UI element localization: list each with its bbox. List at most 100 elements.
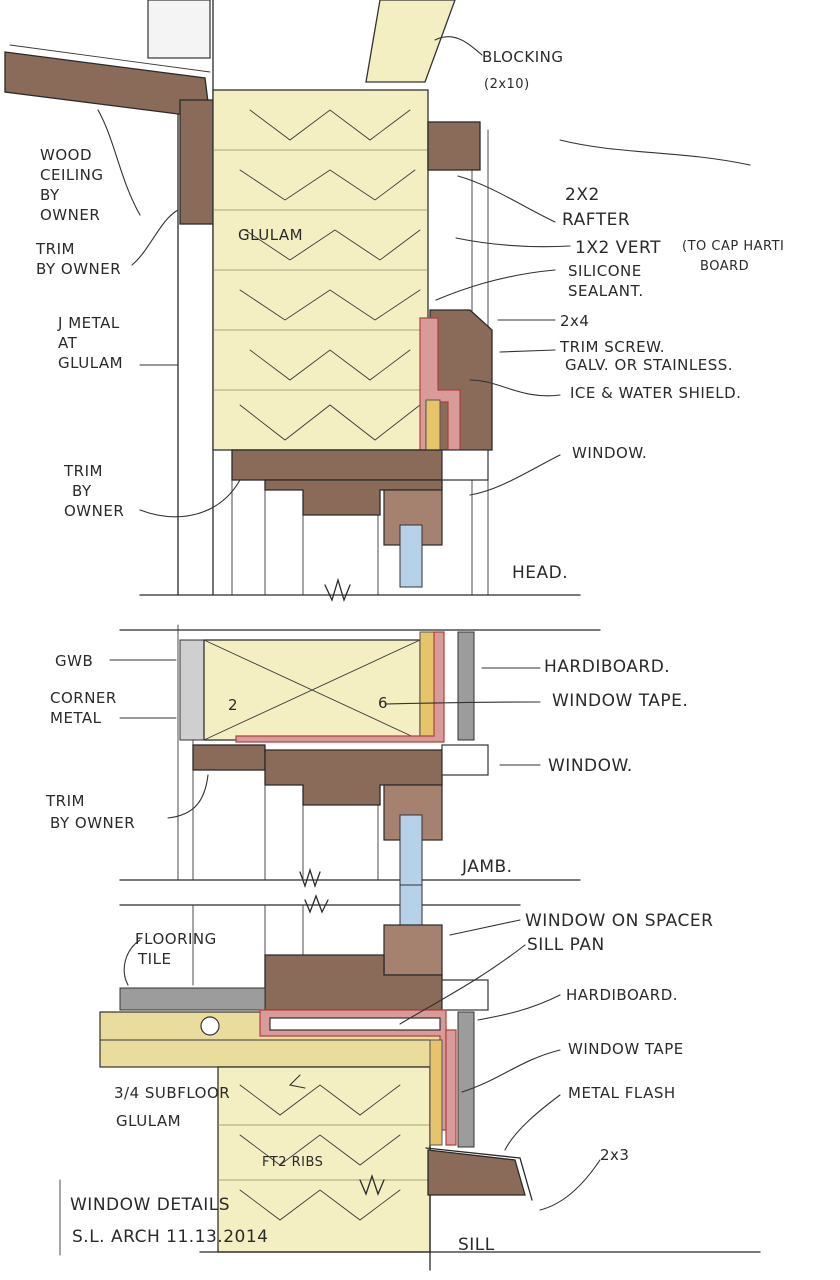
jamb-1x2 [419,631,435,741]
leader-subfloor [288,1074,306,1089]
sill-pan-gap [269,1017,441,1031]
label-glulam: GLULAM [238,226,303,244]
label-vert: 1X2 VERT [575,238,661,258]
leader-hardiboard-sill [477,994,561,1021]
label-window-tape-jamb: WINDOW TAPE. [552,691,688,711]
leader-window-spacer [449,919,521,936]
leader-ice-water [469,379,561,397]
leader-trim-owner-jamb [167,774,209,819]
label-glulam-sill: GLULAM [116,1112,181,1130]
sill-window-tape [445,1029,457,1146]
label-window-on-spacer: WINDOW ON SPACER [525,911,713,931]
break-symbol [304,894,329,914]
leader-2x3 [539,1159,601,1211]
sill-hardiboard [457,1011,475,1148]
label-jamb-title: JAMB. [461,857,513,877]
label-blocking: BLOCKING [482,48,564,66]
head-trim-profile [264,479,443,516]
leader-rafter [457,175,556,223]
window-glass-head [399,524,423,588]
label-2x4: 2x4 [560,312,589,330]
leader-vert [455,237,571,248]
label-ice-water: ICE & WATER SHIELD. [570,384,741,402]
label-hardiboard-jamb: HARDIBOARD. [544,657,670,677]
subfloor-pipe [200,1016,220,1036]
label-blocking-size: (2x10) [484,77,530,92]
break-symbol [299,867,321,889]
jamb-detail: 2 6 [109,624,601,889]
sill-detail [99,884,761,1271]
leader-rafter-line [559,139,751,166]
metal-flash [425,1147,533,1201]
label-window-tape-sill: WINDOW TAPE [568,1040,684,1058]
head-detail [4,0,751,602]
jamb-trim-owner [192,744,266,771]
label-trim-screw: TRIM SCREW.GALV. OR STAINLESS. [559,338,733,374]
wood-ceiling-trim [179,99,214,225]
sill-1x2 [429,1039,443,1146]
label-metal-flash: METAL FLASH [568,1084,676,1102]
leader-trim-owner-2 [139,479,241,518]
jamb-window-glass [399,814,423,886]
leader-flooring [123,939,141,986]
leader-sealant [435,269,556,301]
jamb-window-frame [441,744,489,776]
upper-wall-stud [147,0,211,59]
leader-window-head [469,454,561,496]
label-2x3: 2x3 [600,1146,629,1164]
label-rib-note: FT2 RIBS [262,1155,323,1170]
leader-sill-pan [399,944,526,1025]
break-symbol [324,577,351,602]
glulam-laminations [213,149,428,391]
title-line-2: S.L. ARCH 11.13.2014 [72,1227,268,1247]
label-window-jamb: WINDOW. [548,756,633,776]
sill-2x3 [427,1149,526,1196]
sill-window-sash [383,924,443,976]
title-block: WINDOW DETAILS S.L. ARCH 11.13.2014 [59,1179,268,1256]
jamb-window-tape [235,631,445,743]
leader-metal-flash [504,1094,561,1151]
break-symbol [359,1173,385,1196]
flooring-tile [119,987,266,1011]
gwb-panel [179,639,205,741]
head-trim-board [231,449,443,481]
glulam-grain [239,109,421,441]
leader-window-tape-jamb [384,701,541,705]
label-gwb: GWB [55,652,93,670]
leader-wood-ceiling [97,109,141,216]
label-sill-pan: SILL PAN [527,935,605,955]
leader-trim-owner [131,209,179,266]
vertical-1x2 [425,399,441,451]
label-hardiboard-sill: HARDIBOARD. [566,986,678,1004]
label-sill-title: SILL [458,1235,495,1255]
stud-cross [203,639,421,741]
roof-line [9,44,211,73]
roof-sheathing [4,51,211,119]
stud-mark-b: 6 [378,694,388,712]
label-head-title: HEAD. [512,563,568,583]
title-line-1: WINDOW DETAILS [70,1195,230,1215]
blocking-2x10 [365,0,456,83]
label-subfloor: 3/4 SUBFLOOR [114,1084,230,1102]
stud-mark-a: 2 [228,696,238,714]
sill-glulam [217,1066,431,1253]
leader-trim-screw [499,349,556,353]
leader-window-tape-sill [461,1049,561,1093]
window-head-frame [441,449,489,481]
jamb-hardiboard [457,631,475,741]
leader-blocking [434,36,483,56]
